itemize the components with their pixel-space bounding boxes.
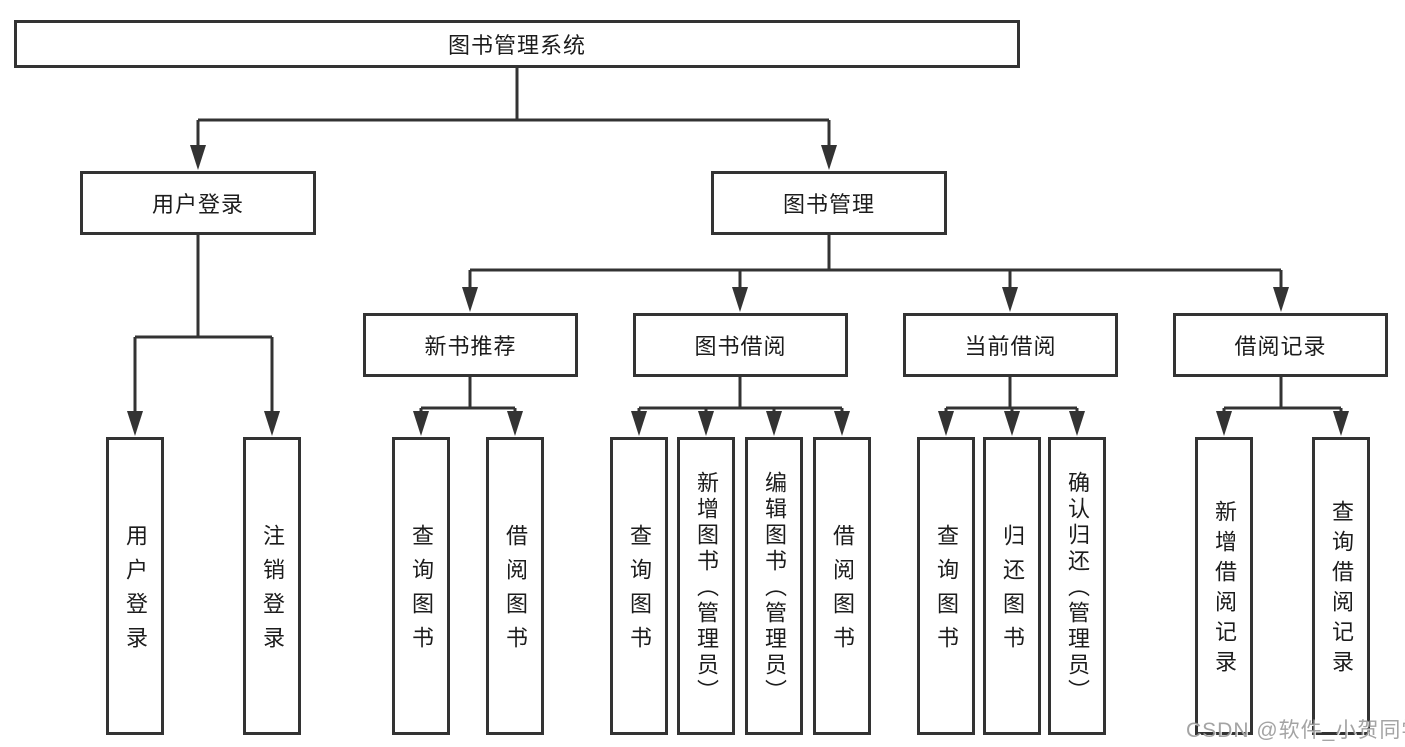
leaf-bb-add-books-admin: 新增图书（管理员） — [677, 437, 735, 735]
node-book-borrowing-label: 图书借阅 — [694, 334, 787, 359]
leaf-logout: 注销登录 — [243, 437, 301, 735]
node-current-borrowing-label: 当前借阅 — [964, 334, 1057, 359]
leaf-logout-label: 注销登录 — [260, 524, 285, 660]
leaf-user-login: 用户登录 — [106, 437, 164, 735]
node-user-login-label: 用户登录 — [151, 192, 244, 217]
leaf-bb-borrow-books: 借阅图书 — [813, 437, 871, 735]
leaf-nb-borrow-books-label: 借阅图书 — [503, 524, 528, 660]
leaf-br-add-record: 新增借阅记录 — [1195, 437, 1253, 735]
node-root-label: 图书管理系统 — [447, 33, 586, 58]
leaf-bb-query-books: 查询图书 — [610, 437, 668, 735]
leaf-br-query-record-label: 查询借阅记录 — [1329, 500, 1354, 680]
node-root: 图书管理系统 — [14, 20, 1020, 68]
node-book-management: 图书管理 — [711, 171, 947, 235]
leaf-cb-return-books-label: 归还图书 — [1000, 524, 1025, 660]
leaf-nb-query-books-label: 查询图书 — [409, 524, 434, 660]
arrowheads — [127, 145, 1349, 436]
node-current-borrowing: 当前借阅 — [903, 313, 1118, 377]
watermark: CSDN @软件_小贺同学 — [1186, 719, 1405, 742]
leaf-nb-query-books: 查询图书 — [392, 437, 450, 735]
leaf-br-add-record-label: 新增借阅记录 — [1212, 500, 1237, 680]
leaf-cb-query-books: 查询图书 — [917, 437, 975, 735]
leaf-cb-confirm-return-admin: 确认归还（管理员） — [1048, 437, 1106, 735]
node-borrowing-records-label: 借阅记录 — [1234, 334, 1327, 359]
leaf-nb-borrow-books: 借阅图书 — [486, 437, 544, 735]
node-book-borrowing: 图书借阅 — [633, 313, 848, 377]
leaf-cb-query-books-label: 查询图书 — [934, 524, 959, 660]
leaf-bb-edit-books-admin-label: 编辑图书（管理员） — [762, 471, 787, 705]
leaf-bb-borrow-books-label: 借阅图书 — [830, 524, 855, 660]
node-user-login: 用户登录 — [80, 171, 316, 235]
node-new-book-recommend-label: 新书推荐 — [424, 334, 517, 359]
leaf-user-login-label: 用户登录 — [123, 524, 148, 660]
leaf-cb-return-books: 归还图书 — [983, 437, 1041, 735]
leaf-br-query-record: 查询借阅记录 — [1312, 437, 1370, 735]
leaf-bb-add-books-admin-label: 新增图书（管理员） — [694, 471, 719, 705]
leaf-bb-edit-books-admin: 编辑图书（管理员） — [745, 437, 803, 735]
leaf-bb-query-books-label: 查询图书 — [627, 524, 652, 660]
node-book-management-label: 图书管理 — [782, 192, 875, 217]
leaf-cb-confirm-return-admin-label: 确认归还（管理员） — [1065, 471, 1090, 705]
node-borrowing-records: 借阅记录 — [1173, 313, 1388, 377]
node-new-book-recommend: 新书推荐 — [363, 313, 578, 377]
